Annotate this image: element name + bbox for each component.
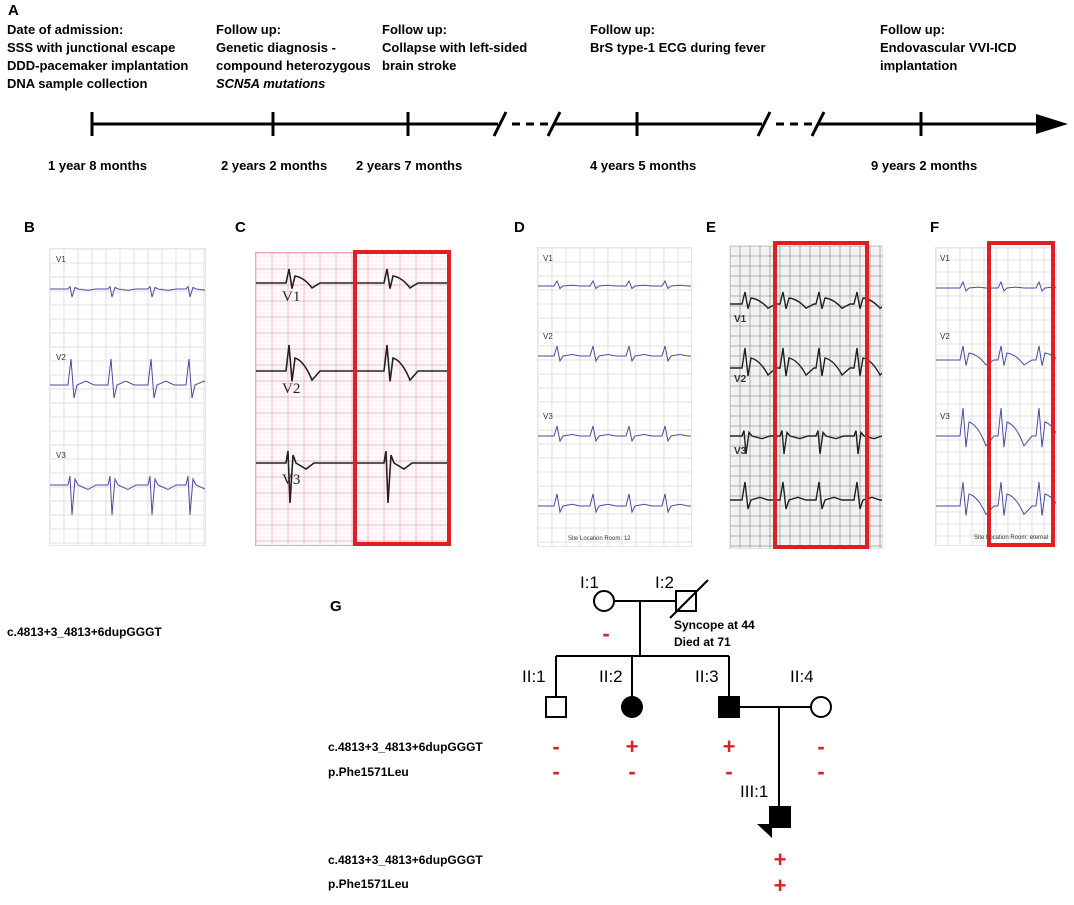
lead-label-v2: V2 [734,374,747,385]
timeline-age: 9 years 2 months [871,158,978,173]
highlight-box-c [353,250,451,546]
proband-arrow [757,824,772,838]
event-line: BrS type-1 ECG during fever [590,40,766,55]
individual-i1-symbol [593,590,615,612]
ecg-trace-e [730,246,882,548]
event-line: DNA sample collection [7,76,148,91]
timeline-age: 2 years 7 months [356,158,463,173]
lead-label-v3: V3 [543,412,553,421]
panel-label-a: A [8,2,19,19]
individual-ii4-symbol [810,696,832,718]
pedigree-id-ii3: II:3 [695,667,719,686]
genotype-ii4-v1: - [817,734,825,759]
pedigree-diagram [545,579,832,838]
variant-label-gen3-v1: c.4813+3_4813+6dupGGGT [328,853,483,867]
timeline-event-icd: Follow up: Endovascular VVI-ICD implanta… [880,21,1017,75]
genotype-iii1-v2: + [773,873,787,898]
event-line: Follow up: [216,22,281,37]
genotype-ii1-v1: - [552,734,560,759]
lead-label-v2: V2 [543,332,553,341]
pedigree-id-ii1: II:1 [522,667,546,686]
event-line: brain stroke [382,58,457,73]
panel-label-e: E [706,219,717,236]
individual-iii1-symbol [769,806,791,828]
event-line: Follow up: [590,22,655,37]
event-line: Endovascular VVI-ICD [880,40,1017,55]
panel-label-b: B [24,219,35,236]
genotype-ii2-v1: + [625,734,639,759]
ecg-footer-f: Site Location Room: eternal [974,535,1049,541]
ecg-panel-e: V1 V2 V3 [729,245,883,549]
timeline-event-stroke: Follow up: Collapse with left-sided brai… [382,21,527,75]
event-line: Collapse with left-sided [382,40,528,55]
genotype-ii3-v2: - [725,759,733,784]
genotype-i1-v1: - [602,621,610,646]
timeline-axis [90,111,1068,137]
timeline-event-admission: Date of admission: SSS with junctional e… [7,21,188,93]
timeline-age: 1 year 8 months [48,158,147,173]
panel-label-c: C [235,219,246,236]
lead-label-v3: V3 [734,446,747,457]
lead-label-v3: V3 [940,412,950,421]
event-line: DDD-pacemaker implantation [7,58,189,73]
pedigree-id-i2: I:2 [655,573,674,592]
lead-label-v1: V1 [56,255,66,264]
event-line: SSS with junctional escape [7,40,176,55]
lead-label-v3: V3 [282,472,301,488]
ecg-panel-f: V1 V2 V3 Site Location Room: eternal [935,247,1057,546]
pedigree-id-ii2: II:2 [599,667,623,686]
ecg-footer-d: Site Location Room: 12 [568,536,631,542]
event-line: compound heterozygous [216,58,371,73]
ecg-trace-d [538,248,691,546]
genotype-ii1-v2: - [552,759,560,784]
individual-ii2-symbol [621,696,643,718]
deceased-slash [669,579,709,619]
genotype-iii1-v1: + [773,847,787,872]
ecg-trace-c [256,253,449,545]
lead-label-v1: V1 [734,314,747,325]
genotype-ii4-v2: - [817,759,825,784]
lead-label-v1: V1 [940,254,950,263]
pedigree-id-iii1: III:1 [740,782,769,801]
ecg-trace-f [936,248,1056,545]
lead-label-v2: V2 [282,381,301,397]
panel-label-g: G [330,598,342,615]
variant-label-gen2-v2: p.Phe1571Leu [328,765,409,779]
timeline-age: 2 years 2 months [221,158,328,173]
highlight-box-e [773,241,869,549]
lead-label-v3: V3 [56,451,66,460]
panel-label-d: D [514,219,525,236]
variant-label-gen2-v1: c.4813+3_4813+6dupGGGT [328,740,483,754]
variant-label-gen3-v2: p.Phe1571Leu [328,877,409,891]
ecg-panel-c: V1 V2 V3 [255,252,450,546]
individual-ii3-symbol [718,696,740,718]
lead-label-v1: V1 [543,254,553,263]
ecg-panel-b: V1 V2 V3 [49,248,206,546]
lead-label-v2: V2 [940,332,950,341]
timeline-event-brs-ecg: Follow up: BrS type-1 ECG during fever [590,21,766,57]
genotype-ii2-v2: - [628,759,636,784]
genotype-ii3-v1: + [722,734,736,759]
event-line: Follow up: [382,22,447,37]
panel-label-f: F [930,219,940,236]
pedigree-id-ii4: II:4 [790,667,814,686]
individual-ii1-symbol [545,696,567,718]
variant-label-gen1: c.4813+3_4813+6dupGGGT [7,625,162,639]
pedigree-id-i1: I:1 [580,573,599,592]
lead-label-v1: V1 [282,289,301,305]
clinical-note: Syncope at 44 Died at 71 [674,617,755,651]
highlight-box-f [987,241,1055,547]
event-line: Date of admission: [7,22,124,37]
note-line-syncope: Syncope at 44 [674,618,755,632]
timeline-age: 4 years 5 months [590,158,697,173]
event-line: implantation [880,58,958,73]
note-line-death: Died at 71 [674,635,731,649]
event-line-gene: SCN5A mutations [216,76,326,91]
timeline-event-genetic-diagnosis: Follow up: Genetic diagnosis - compound … [216,21,371,93]
lead-label-v2: V2 [56,353,66,362]
ecg-panel-d: V1 V2 V3 Site Location Room: 12 [537,247,692,547]
event-line: Genetic diagnosis - [216,40,336,55]
event-line: Follow up: [880,22,945,37]
ecg-trace-b [50,249,205,545]
